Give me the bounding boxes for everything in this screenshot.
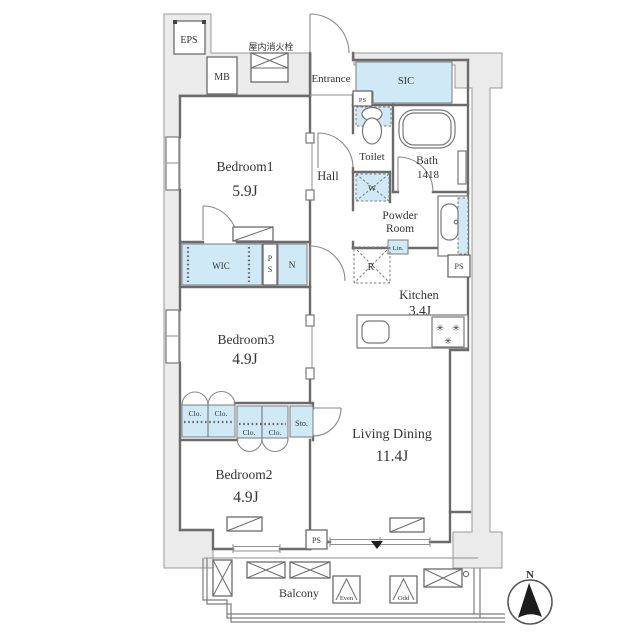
compass-needle-icon [518, 583, 542, 618]
windows [165, 132, 431, 553]
eps-label: EPS [180, 35, 197, 46]
sanitary-area: Toilet Bath 1418 W Powder Room Lin. [355, 106, 469, 257]
corridor-facilities: EPS MB 屋内消火栓 [173, 20, 294, 95]
living-dining-area-label: 11.4J [376, 448, 409, 465]
hall-label: Hall [317, 169, 339, 183]
closet-door [236, 437, 263, 453]
bedroom1-area-label: 5.9J [232, 183, 257, 200]
closet-door [207, 390, 236, 406]
compass-icon: N [507, 569, 553, 625]
bedroom2-area-label: 4.9J [233, 489, 258, 506]
kitchen-ps-label: PS [455, 262, 464, 271]
linen-label: Lin. [393, 245, 404, 252]
bath-label: Bath [416, 155, 438, 167]
closet-door [181, 391, 209, 406]
clo-label: Clo. [269, 428, 282, 437]
drain-icon [462, 570, 470, 578]
ps-label-s: S [268, 265, 272, 274]
bedroom3-label: Bedroom3 [218, 332, 275, 347]
entrance-area: PS Entrance SIC [311, 61, 453, 107]
stove-burner-icon: ✳ [444, 336, 452, 346]
powder-room-label-1: Powder [382, 210, 417, 222]
sic-label: SIC [398, 76, 414, 87]
toilet-bowl-icon [361, 117, 383, 145]
compass-north-label: N [526, 569, 534, 581]
common-area-poche [163, 13, 503, 569]
evacuation-hatch-odd [389, 575, 418, 604]
direction-marker-icon [371, 541, 383, 549]
kitchen-sink-icon [361, 320, 390, 344]
meter-box [206, 56, 238, 95]
sic-ps-shaft [352, 90, 373, 107]
wic-door [202, 205, 238, 241]
clo-label: Clo. [215, 409, 228, 418]
faucet-icon [453, 219, 459, 225]
nando-label: N [289, 261, 296, 271]
storage-row-1: WIC P S N [181, 226, 308, 286]
clo-label: Clo. [189, 409, 202, 418]
bath-counter [457, 150, 467, 185]
bedroom2-label: Bedroom2 [216, 467, 273, 482]
eps-shaft [173, 20, 206, 55]
balcony-label: Balcony [279, 586, 319, 600]
bottom-details: PS [226, 516, 425, 550]
storage-closet [289, 405, 314, 438]
kitchen-ps-shaft [447, 254, 471, 278]
washer-label: W [368, 183, 376, 193]
fridge-label: R [368, 262, 375, 273]
fridge-space [353, 246, 391, 284]
wic-label: WIC [212, 261, 230, 271]
living-dining-label: Living Dining [352, 427, 432, 442]
toilet-door [317, 132, 354, 169]
living-ps-label: PS [312, 536, 321, 545]
fire-hydrant-label: 屋内消火栓 [248, 41, 293, 52]
kitchen-area: R PS Kitchen 3.4J ✳ ✳ ✳ [353, 246, 471, 349]
bedroom2-door [312, 407, 342, 437]
vanity-cabinet [457, 197, 469, 255]
hatch-even-label: Even [340, 595, 354, 602]
washer-space [355, 173, 390, 202]
balcony-area: Balcony Even Odd [202, 557, 505, 623]
hall-ldk-door [309, 245, 346, 282]
stove-burner-icon: ✳ [436, 323, 444, 333]
bedroom3-area-label: 4.9J [232, 351, 257, 368]
storage-row-2: Clo. Clo. Clo. Clo. Sto. [181, 404, 314, 439]
bedroom2-balcony-sash [232, 544, 281, 553]
evacuation-hatch-even [332, 575, 361, 604]
sic-ps-label: PS [359, 97, 367, 104]
hatch-odd-label: Odd [398, 595, 410, 602]
closet-door [261, 437, 289, 453]
toilet-label: Toilet [359, 151, 385, 163]
bath-size-label: 1418 [417, 169, 440, 181]
powder-room-label-2: Room [386, 223, 414, 235]
living-ps-shaft [305, 529, 328, 550]
bedroom1-label: Bedroom1 [217, 159, 274, 174]
bath-door [397, 156, 434, 193]
entrance-label: Entrance [311, 73, 350, 85]
sto-label: Sto. [295, 419, 308, 428]
clo-label: Clo. [243, 428, 256, 437]
stove-burner-icon: ✳ [452, 323, 460, 333]
kitchen-label: Kitchen [399, 288, 439, 302]
ps-label-p: P [268, 254, 273, 263]
room-labels: Hall Bedroom1 5.9J Bedroom3 4.9J Bedroom… [216, 159, 432, 506]
nando-closet [277, 243, 308, 286]
ps-shaft [262, 243, 278, 286]
kitchen-area-label: 3.4J [409, 303, 431, 318]
mb-label: MB [214, 72, 230, 83]
stove-icon [431, 316, 465, 348]
entrance-door [309, 13, 350, 54]
